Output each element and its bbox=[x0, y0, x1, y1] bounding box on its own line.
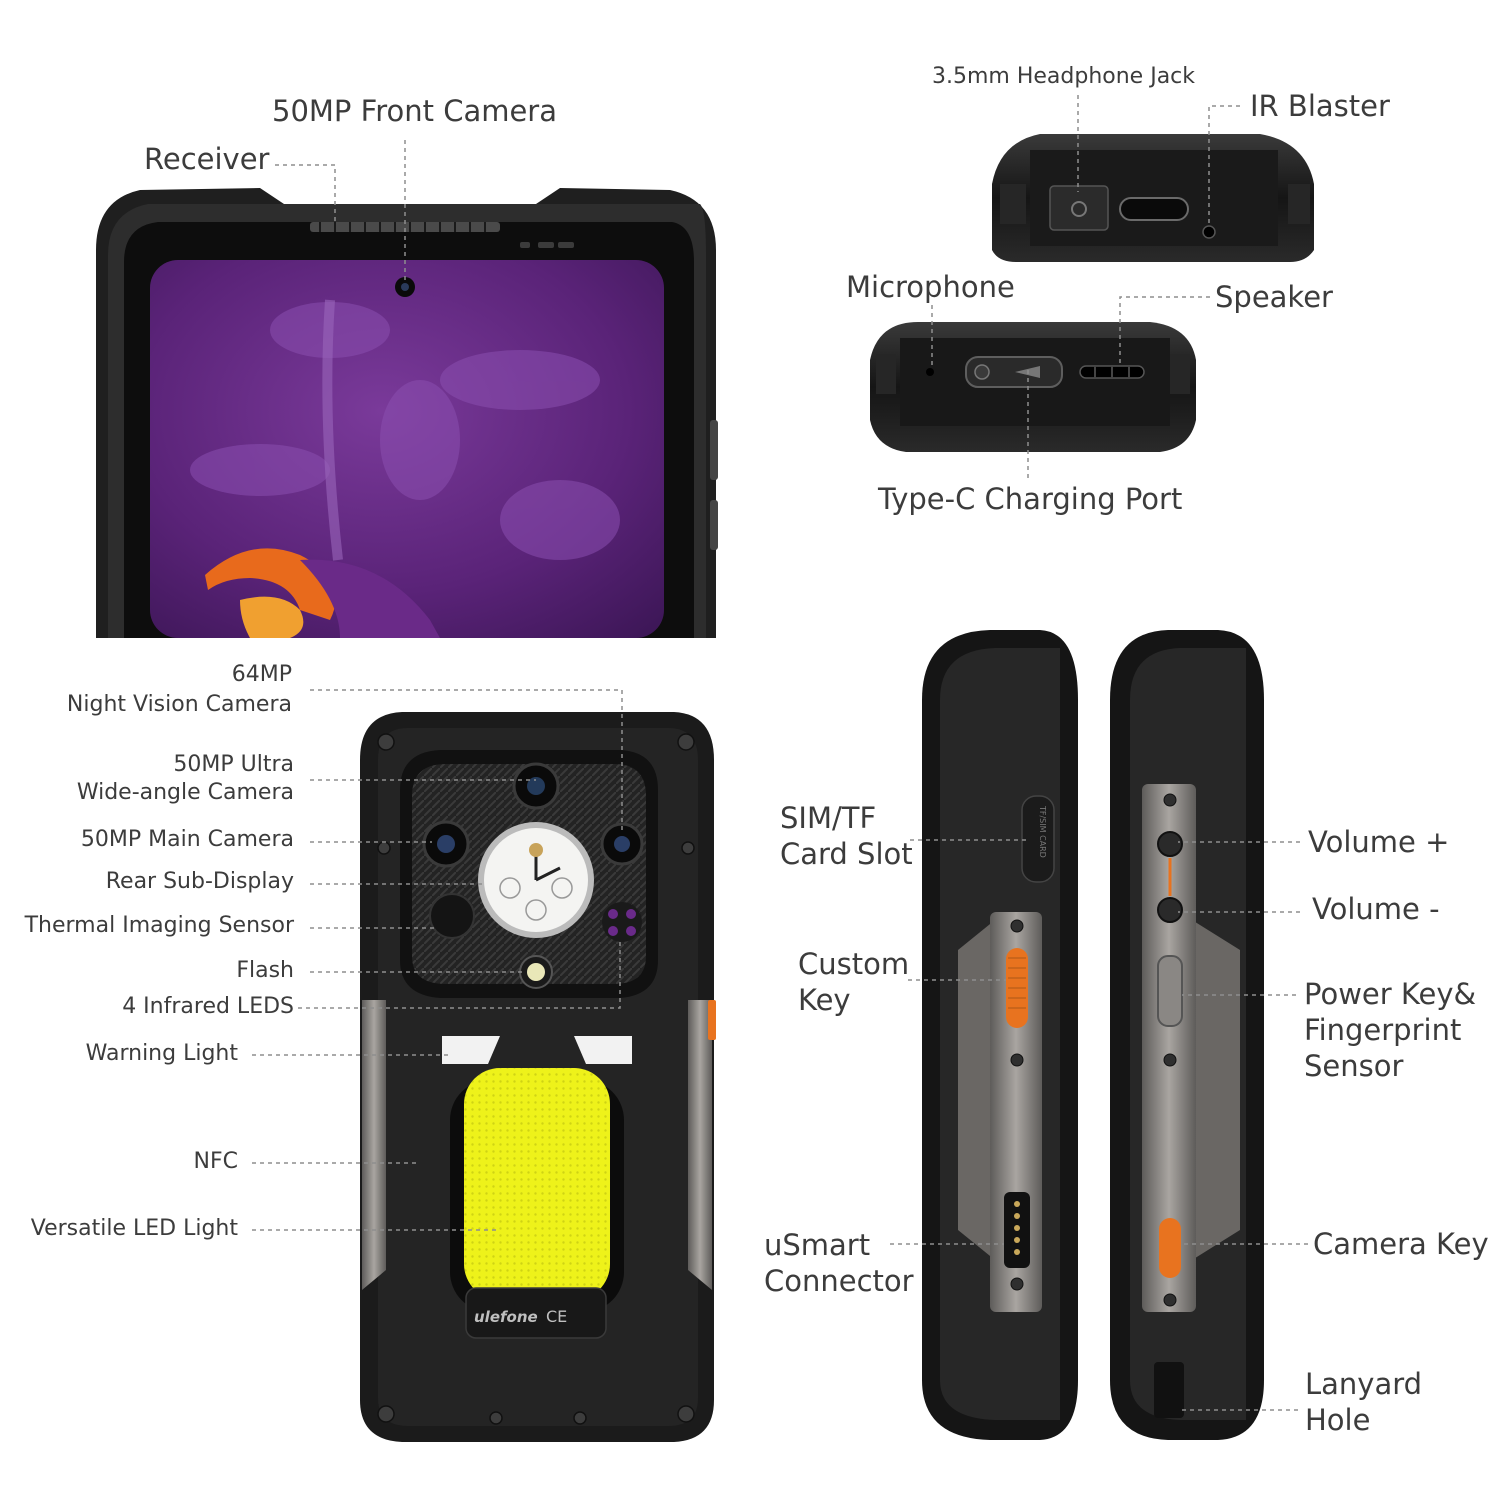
sim-slot-label: SIM/TF Card Slot bbox=[780, 800, 913, 872]
power-key-line2: Fingerprint bbox=[1304, 1013, 1462, 1047]
top-edge-view bbox=[992, 134, 1314, 262]
volume-up-label: Volume + bbox=[1308, 825, 1450, 859]
usmart-connector-line1: uSmart bbox=[764, 1228, 871, 1262]
back-phone: ulefone CE bbox=[360, 712, 716, 1442]
usmart-connector-label: uSmart Connector bbox=[764, 1227, 914, 1299]
ir-blaster-lens bbox=[1202, 225, 1216, 239]
flash-label: Flash bbox=[236, 958, 294, 983]
power-key bbox=[1157, 955, 1183, 1027]
right-side-phone bbox=[1110, 630, 1264, 1440]
night-vision-camera-line2: Night Vision Camera bbox=[66, 692, 292, 717]
volume-down-button bbox=[1157, 897, 1183, 923]
speaker-label: Speaker bbox=[1215, 280, 1333, 314]
thermal-sensor bbox=[429, 893, 475, 939]
rear-sub-display-label: Rear Sub-Display bbox=[105, 869, 294, 894]
top-port bbox=[1119, 197, 1189, 221]
receiver-grille bbox=[310, 222, 500, 232]
receiver-label: Receiver bbox=[144, 142, 270, 176]
bottom-edge-view bbox=[870, 322, 1196, 452]
svg-text:TF/SIM CARD: TF/SIM CARD bbox=[1038, 805, 1047, 858]
power-key-label: Power Key& Fingerprint Sensor bbox=[1304, 976, 1476, 1084]
nfc-label: NFC bbox=[193, 1149, 238, 1174]
ultra-wide-camera-line2: Wide-angle Camera bbox=[76, 780, 294, 805]
main-camera-label: 50MP Main Camera bbox=[80, 827, 294, 852]
leader-lines bbox=[252, 95, 1308, 1411]
lanyard-hole-line2: Hole bbox=[1305, 1403, 1371, 1437]
usb-port-cover bbox=[965, 356, 1063, 388]
sim-tray bbox=[1021, 795, 1055, 883]
lanyard-hole-label: Lanyard Hole bbox=[1305, 1366, 1422, 1438]
camera-key bbox=[1159, 1218, 1181, 1278]
infrared-leds bbox=[602, 902, 642, 942]
custom-key-label: Custom Key bbox=[798, 946, 909, 1018]
headphone-jack-label: 3.5mm Headphone Jack bbox=[932, 64, 1196, 89]
ir-blaster-label: IR Blaster bbox=[1250, 89, 1390, 123]
ultra-wide-camera-label: 50MP Ultra Wide-angle Camera bbox=[77, 751, 294, 807]
ultra-wide-camera-line1: 50MP Ultra bbox=[173, 752, 294, 777]
volume-up-button bbox=[1157, 831, 1183, 857]
led-light-panel bbox=[464, 1068, 610, 1300]
power-key-line1: Power Key& bbox=[1304, 977, 1477, 1011]
sim-slot-line2: Card Slot bbox=[780, 837, 913, 871]
usmart-connector-line2: Connector bbox=[764, 1264, 914, 1298]
custom-key-line2: Key bbox=[798, 983, 851, 1017]
brand-logo: ulefone bbox=[474, 1308, 538, 1326]
front-phone bbox=[96, 188, 718, 638]
warning-light-right bbox=[574, 1036, 632, 1064]
custom-key-line1: Custom bbox=[798, 947, 910, 981]
power-key-line3: Sensor bbox=[1304, 1049, 1404, 1083]
infrared-leds-label: 4 Infrared LEDS bbox=[122, 994, 294, 1019]
svg-text:CE: CE bbox=[546, 1307, 567, 1326]
volume-down-label: Volume - bbox=[1312, 892, 1440, 926]
microphone-label: Microphone bbox=[846, 270, 1015, 304]
lanyard-hole bbox=[1154, 1362, 1184, 1418]
type-c-port-label: Type-C Charging Port bbox=[878, 482, 1183, 516]
night-vision-camera-label: 64MP Night Vision Camera bbox=[67, 660, 292, 720]
night-vision-camera-line1: 64MP bbox=[231, 662, 292, 687]
camera-key-label: Camera Key bbox=[1313, 1227, 1489, 1261]
front-camera-label: 50MP Front Camera bbox=[272, 94, 558, 128]
microphone-hole bbox=[926, 368, 934, 376]
warning-light-left bbox=[442, 1036, 500, 1064]
sim-slot-line1: SIM/TF bbox=[780, 801, 877, 835]
lanyard-hole-line1: Lanyard bbox=[1305, 1367, 1423, 1401]
led-light-label: Versatile LED Light bbox=[30, 1216, 238, 1241]
warning-light-label: Warning Light bbox=[85, 1041, 238, 1066]
thermal-sensor-label: Thermal Imaging Sensor bbox=[24, 913, 294, 938]
left-side-phone: TF/SIM CARD bbox=[922, 630, 1078, 1440]
